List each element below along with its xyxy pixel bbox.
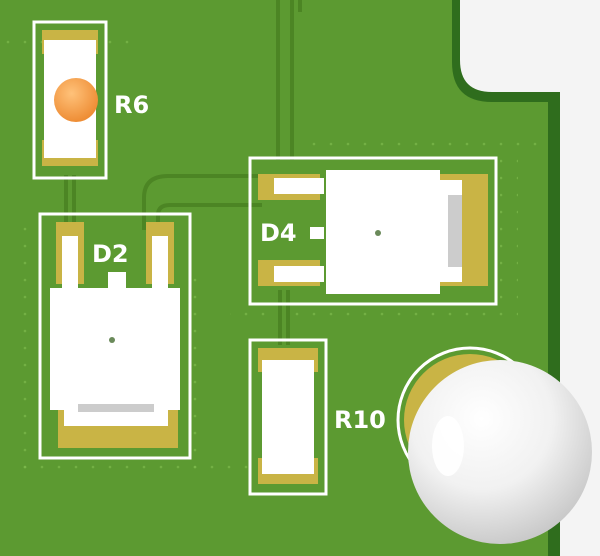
d2-label: D2 bbox=[92, 240, 129, 268]
d2-body bbox=[50, 288, 180, 410]
d4-diode bbox=[248, 156, 498, 306]
r6-silkscreen-outline bbox=[32, 20, 108, 180]
r6-resistor bbox=[32, 20, 108, 180]
r10-label: R10 bbox=[334, 406, 386, 434]
d2-lead bbox=[152, 236, 168, 290]
d2-diode bbox=[38, 212, 192, 460]
via-row bbox=[20, 460, 250, 478]
via-row bbox=[188, 270, 206, 470]
copper-traces bbox=[64, 0, 302, 345]
d4-lead bbox=[274, 178, 324, 194]
d2-lead bbox=[108, 272, 126, 290]
d2-lead bbox=[62, 236, 78, 290]
d4-tab-notch bbox=[448, 195, 462, 267]
r6-led bbox=[54, 78, 98, 122]
d4-center-mark bbox=[375, 230, 381, 236]
via-row bbox=[20, 225, 38, 475]
via-row bbox=[500, 150, 518, 320]
via-row bbox=[230, 310, 500, 328]
d2-silkscreen-outline bbox=[38, 212, 192, 460]
d2-center-mark bbox=[109, 337, 115, 343]
d4-body bbox=[326, 170, 440, 294]
via-row bbox=[300, 130, 540, 148]
d4-lead bbox=[310, 227, 324, 239]
r10-resistor bbox=[248, 338, 328, 496]
d4-silkscreen-outline bbox=[248, 156, 498, 306]
r10-silkscreen-outline bbox=[248, 338, 328, 496]
dome-highlight bbox=[432, 416, 464, 476]
r10-body bbox=[262, 360, 314, 474]
component-dome bbox=[408, 360, 592, 544]
d4-label: D4 bbox=[260, 219, 297, 247]
r6-label: R6 bbox=[114, 91, 149, 119]
d2-tab-notch bbox=[78, 404, 154, 412]
d4-lead bbox=[274, 266, 324, 282]
